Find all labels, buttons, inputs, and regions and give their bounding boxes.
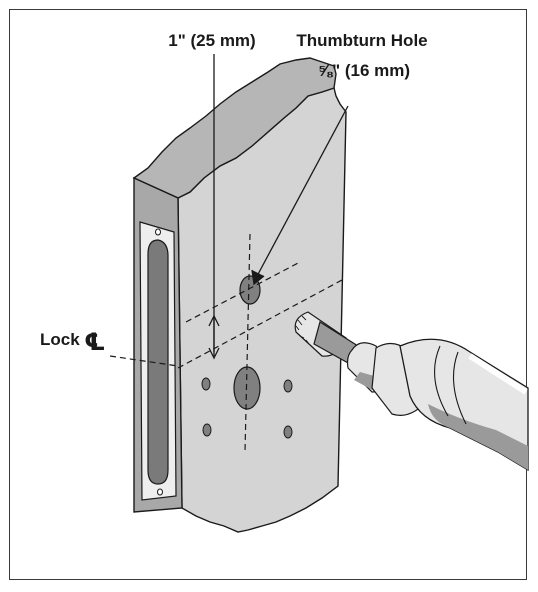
- vertical-centerline: [244, 233, 251, 453]
- thumbturn-horizontal-line: [185, 261, 301, 323]
- door-icon: [132, 57, 347, 533]
- screw-hole-left-lower: [202, 423, 212, 437]
- lock-centerline-face: [177, 279, 343, 369]
- edge-strike-slot: [147, 239, 169, 485]
- lock-centerline: [109, 355, 179, 367]
- screw-hole-right-upper: [283, 379, 293, 393]
- thumbturn-leader: [251, 105, 349, 286]
- backset-label: 1" (25 mm): [168, 31, 255, 50]
- screw-hole-right-lower: [283, 425, 293, 439]
- edge-screw-top: [155, 228, 161, 236]
- centerline-symbol: ℄: [84, 329, 106, 356]
- drill-body-highlight: [468, 353, 528, 395]
- drill-body-band: [434, 345, 467, 425]
- backset-arrow-down: [208, 347, 220, 360]
- edge-screw-bottom: [157, 488, 163, 496]
- guide-lines: [109, 233, 343, 453]
- drill-icon: [294, 311, 529, 472]
- drill-body-shade: [428, 404, 528, 470]
- backset-dimension: [208, 54, 220, 360]
- backset-arrow-up: [208, 314, 220, 327]
- thumbturn-size-label: ⅝" (16 mm): [318, 61, 410, 80]
- thumbturn-title-label: Thumbturn Hole: [296, 31, 427, 50]
- screw-hole-left-upper: [201, 377, 211, 391]
- lock-label: Lock: [40, 330, 80, 349]
- drill-knurl: [295, 315, 310, 345]
- door-top: [132, 57, 337, 199]
